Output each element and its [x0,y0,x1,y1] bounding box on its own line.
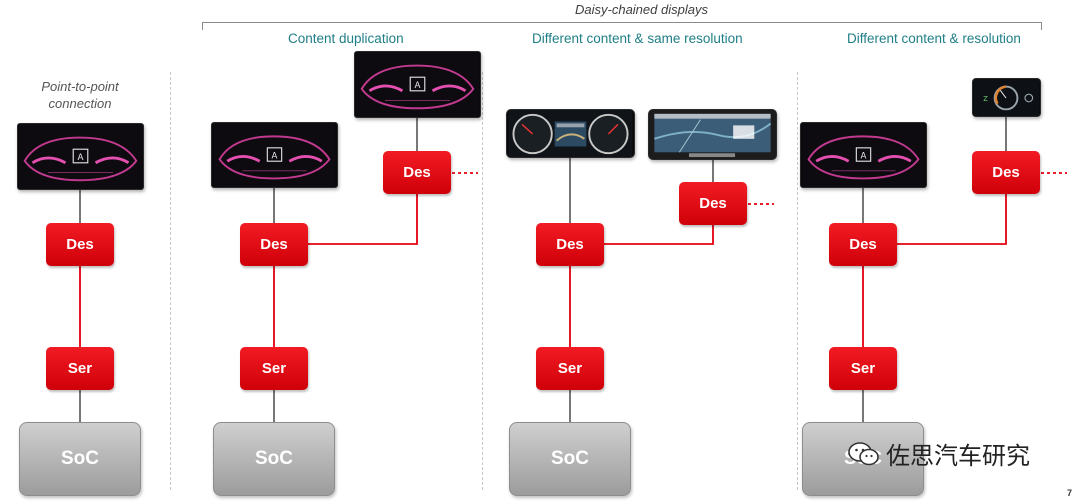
svg-text:A: A [272,151,278,161]
gauge-icon: Z [973,79,1040,116]
section-title-content-duplication: Content duplication [288,31,404,46]
deserializer-chip: Des [383,151,451,194]
cockpit-display-screen: A [800,122,927,188]
soc-block: SoC [19,422,141,496]
svg-text:A: A [861,151,867,161]
serializer-chip: Ser [46,347,114,390]
cockpit-display-screen: A [17,123,144,190]
soc-block: SoC [509,422,631,496]
section-divider [170,72,171,490]
instrument-cluster-screen [506,109,635,158]
deserializer-chip: Des [829,223,897,266]
deserializer-chip: Des [46,223,114,266]
deserializer-chip: Des [972,151,1040,194]
section-title-point-to-point: Point-to-point connection [41,79,119,111]
serializer-chip: Ser [829,347,897,390]
deserializer-chip: Des [679,182,747,225]
svg-text:A: A [415,81,421,91]
svg-text:A: A [78,153,84,163]
daisy-link-3 [897,194,1007,245]
serializer-chip: Ser [536,347,604,390]
deserializer-chip: Des [536,223,604,266]
deserializer-chip: Des [240,223,308,266]
navigation-map-screen [648,109,777,160]
section-divider [797,72,798,490]
cockpit-display-screen: A [211,122,338,188]
daisy-chain-bracket [202,22,1042,30]
soc-block: SoC [802,422,924,496]
cockpit-display-icon: A [213,123,336,187]
daisy-chain-title: Daisy-chained displays [575,2,708,17]
daisy-link-1 [308,194,418,245]
watermark-text: 佐思汽车研究 [886,442,1030,470]
page-number: 7 [1066,488,1072,498]
wechat-icon [848,441,879,465]
soc-block: SoC [213,422,335,496]
cockpit-display-icon: A [802,123,925,187]
daisy-link-2 [604,225,714,245]
svg-text:Z: Z [983,95,988,103]
cockpit-display-icon: A [355,52,480,117]
watermark: 佐思汽车研究 [848,436,1030,471]
instrument-cluster-icon [508,110,633,157]
section-title-different-resolution: Different content & resolution [847,31,1021,46]
cockpit-display-screen: A [354,51,481,118]
section-divider [482,72,483,490]
small-gauge-screen: Z [972,78,1041,117]
map-icon [650,110,775,159]
serializer-chip: Ser [240,347,308,390]
cockpit-display-icon: A [18,124,143,189]
section-title-same-resolution: Different content & same resolution [532,31,743,46]
